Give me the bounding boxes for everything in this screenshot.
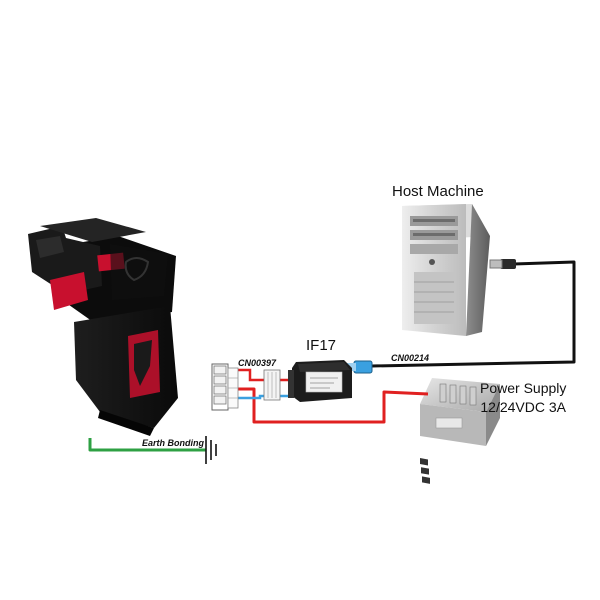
usb-plug [490, 259, 516, 269]
if17-label: IF17 [306, 337, 336, 354]
header-plug [264, 370, 280, 400]
power-supply-label: Power Supply 12/24VDC 3A [480, 379, 566, 417]
host-machine-computer [402, 204, 490, 336]
power-supply-title: Power Supply [480, 379, 566, 398]
cn00397-connector [212, 364, 238, 410]
cn00214-label: CN00214 [391, 353, 429, 363]
earth-bonding-label: Earth Bonding [142, 438, 204, 448]
bill-validator [28, 218, 178, 436]
host-machine-label: Host Machine [392, 183, 484, 200]
if17-interface-module [288, 360, 352, 402]
power-supply-rating: 12/24VDC 3A [480, 398, 566, 417]
cn00397-label: CN00397 [238, 358, 276, 368]
earth-ground-symbol [206, 436, 216, 464]
